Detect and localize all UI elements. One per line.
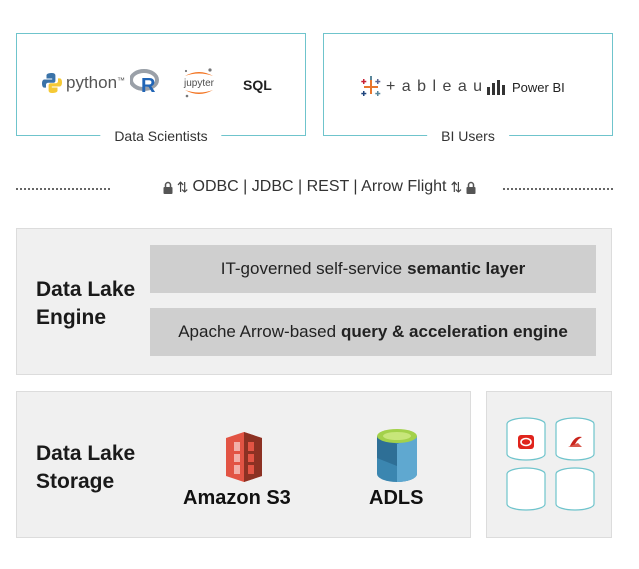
powerbi-label: Power BI [512, 79, 565, 95]
right-dotted-line [503, 188, 613, 190]
left-dotted-line [16, 188, 110, 190]
tableau-label: + a b l e a u [386, 78, 484, 95]
protocol-row: ⇅ ODBC | JDBC | REST | Arrow Flight ⇅ [0, 178, 639, 196]
r-language-icon: R [130, 69, 159, 95]
database-icon [506, 467, 546, 511]
jupyter-logo: jupyter [179, 67, 219, 99]
tableau-logo: + a b l e a u [360, 76, 483, 98]
adls-icon [377, 429, 417, 482]
python-label: python [66, 73, 118, 92]
database-oracle-icon [506, 417, 546, 461]
bi-users-caption: BI Users [427, 128, 509, 144]
semantic-layer-bar: IT-governed self-service semantic layer [150, 245, 596, 293]
bidirectional-arrow-icon: ⇅ [450, 178, 463, 195]
query-engine-bar: Apache Arrow-based query & acceleration … [150, 308, 596, 356]
amazon-s3-label: Amazon S3 [183, 487, 291, 509]
data-scientists-caption: Data Scientists [100, 128, 222, 144]
jupyter-label: jupyter [183, 78, 215, 89]
query-engine-bold: query & acceleration engine [341, 322, 568, 341]
engine-title: Data Lake Engine [36, 276, 135, 332]
data-scientists-box: python ™ R jupyter SQL Data Scientists [16, 33, 306, 144]
engine-title-line2: Engine [36, 306, 107, 329]
powerbi-logo: Power BI [486, 78, 565, 96]
trademark-mark: ™ [117, 76, 126, 85]
database-icon [555, 467, 595, 511]
lock-icon [466, 181, 476, 194]
jupyter-icon: jupyter [183, 68, 215, 98]
svg-text:R: R [141, 75, 156, 95]
lock-icon [163, 181, 173, 194]
bidirectional-arrow-icon: ⇅ [176, 178, 189, 195]
storage-title-line2: Storage [36, 470, 115, 493]
python-icon [42, 73, 62, 93]
r-logo: R [130, 69, 160, 95]
database-sqlserver-icon [555, 417, 595, 461]
amazon-s3-icon [226, 432, 262, 482]
python-logo: python ™ [41, 72, 125, 94]
protocol-text: ODBC | JDBC | REST | Arrow Flight [192, 178, 447, 195]
storage-title: Data Lake Storage [36, 440, 135, 496]
adls-label: ADLS [369, 487, 424, 509]
powerbi-icon [487, 80, 505, 95]
sql-label: SQL [243, 77, 272, 93]
database-grid [506, 417, 595, 511]
databases-panel [486, 391, 612, 538]
storage-title-line1: Data Lake [36, 442, 136, 465]
semantic-layer-prefix: IT-governed self-service [220, 259, 403, 278]
query-engine-prefix: Apache Arrow-based [178, 322, 337, 341]
engine-title-line1: Data Lake [36, 278, 136, 301]
semantic-layer-bold: semantic layer [407, 259, 526, 278]
bi-users-box: + a b l e a u Power BI BI Users [323, 33, 613, 144]
tableau-icon [361, 76, 381, 96]
